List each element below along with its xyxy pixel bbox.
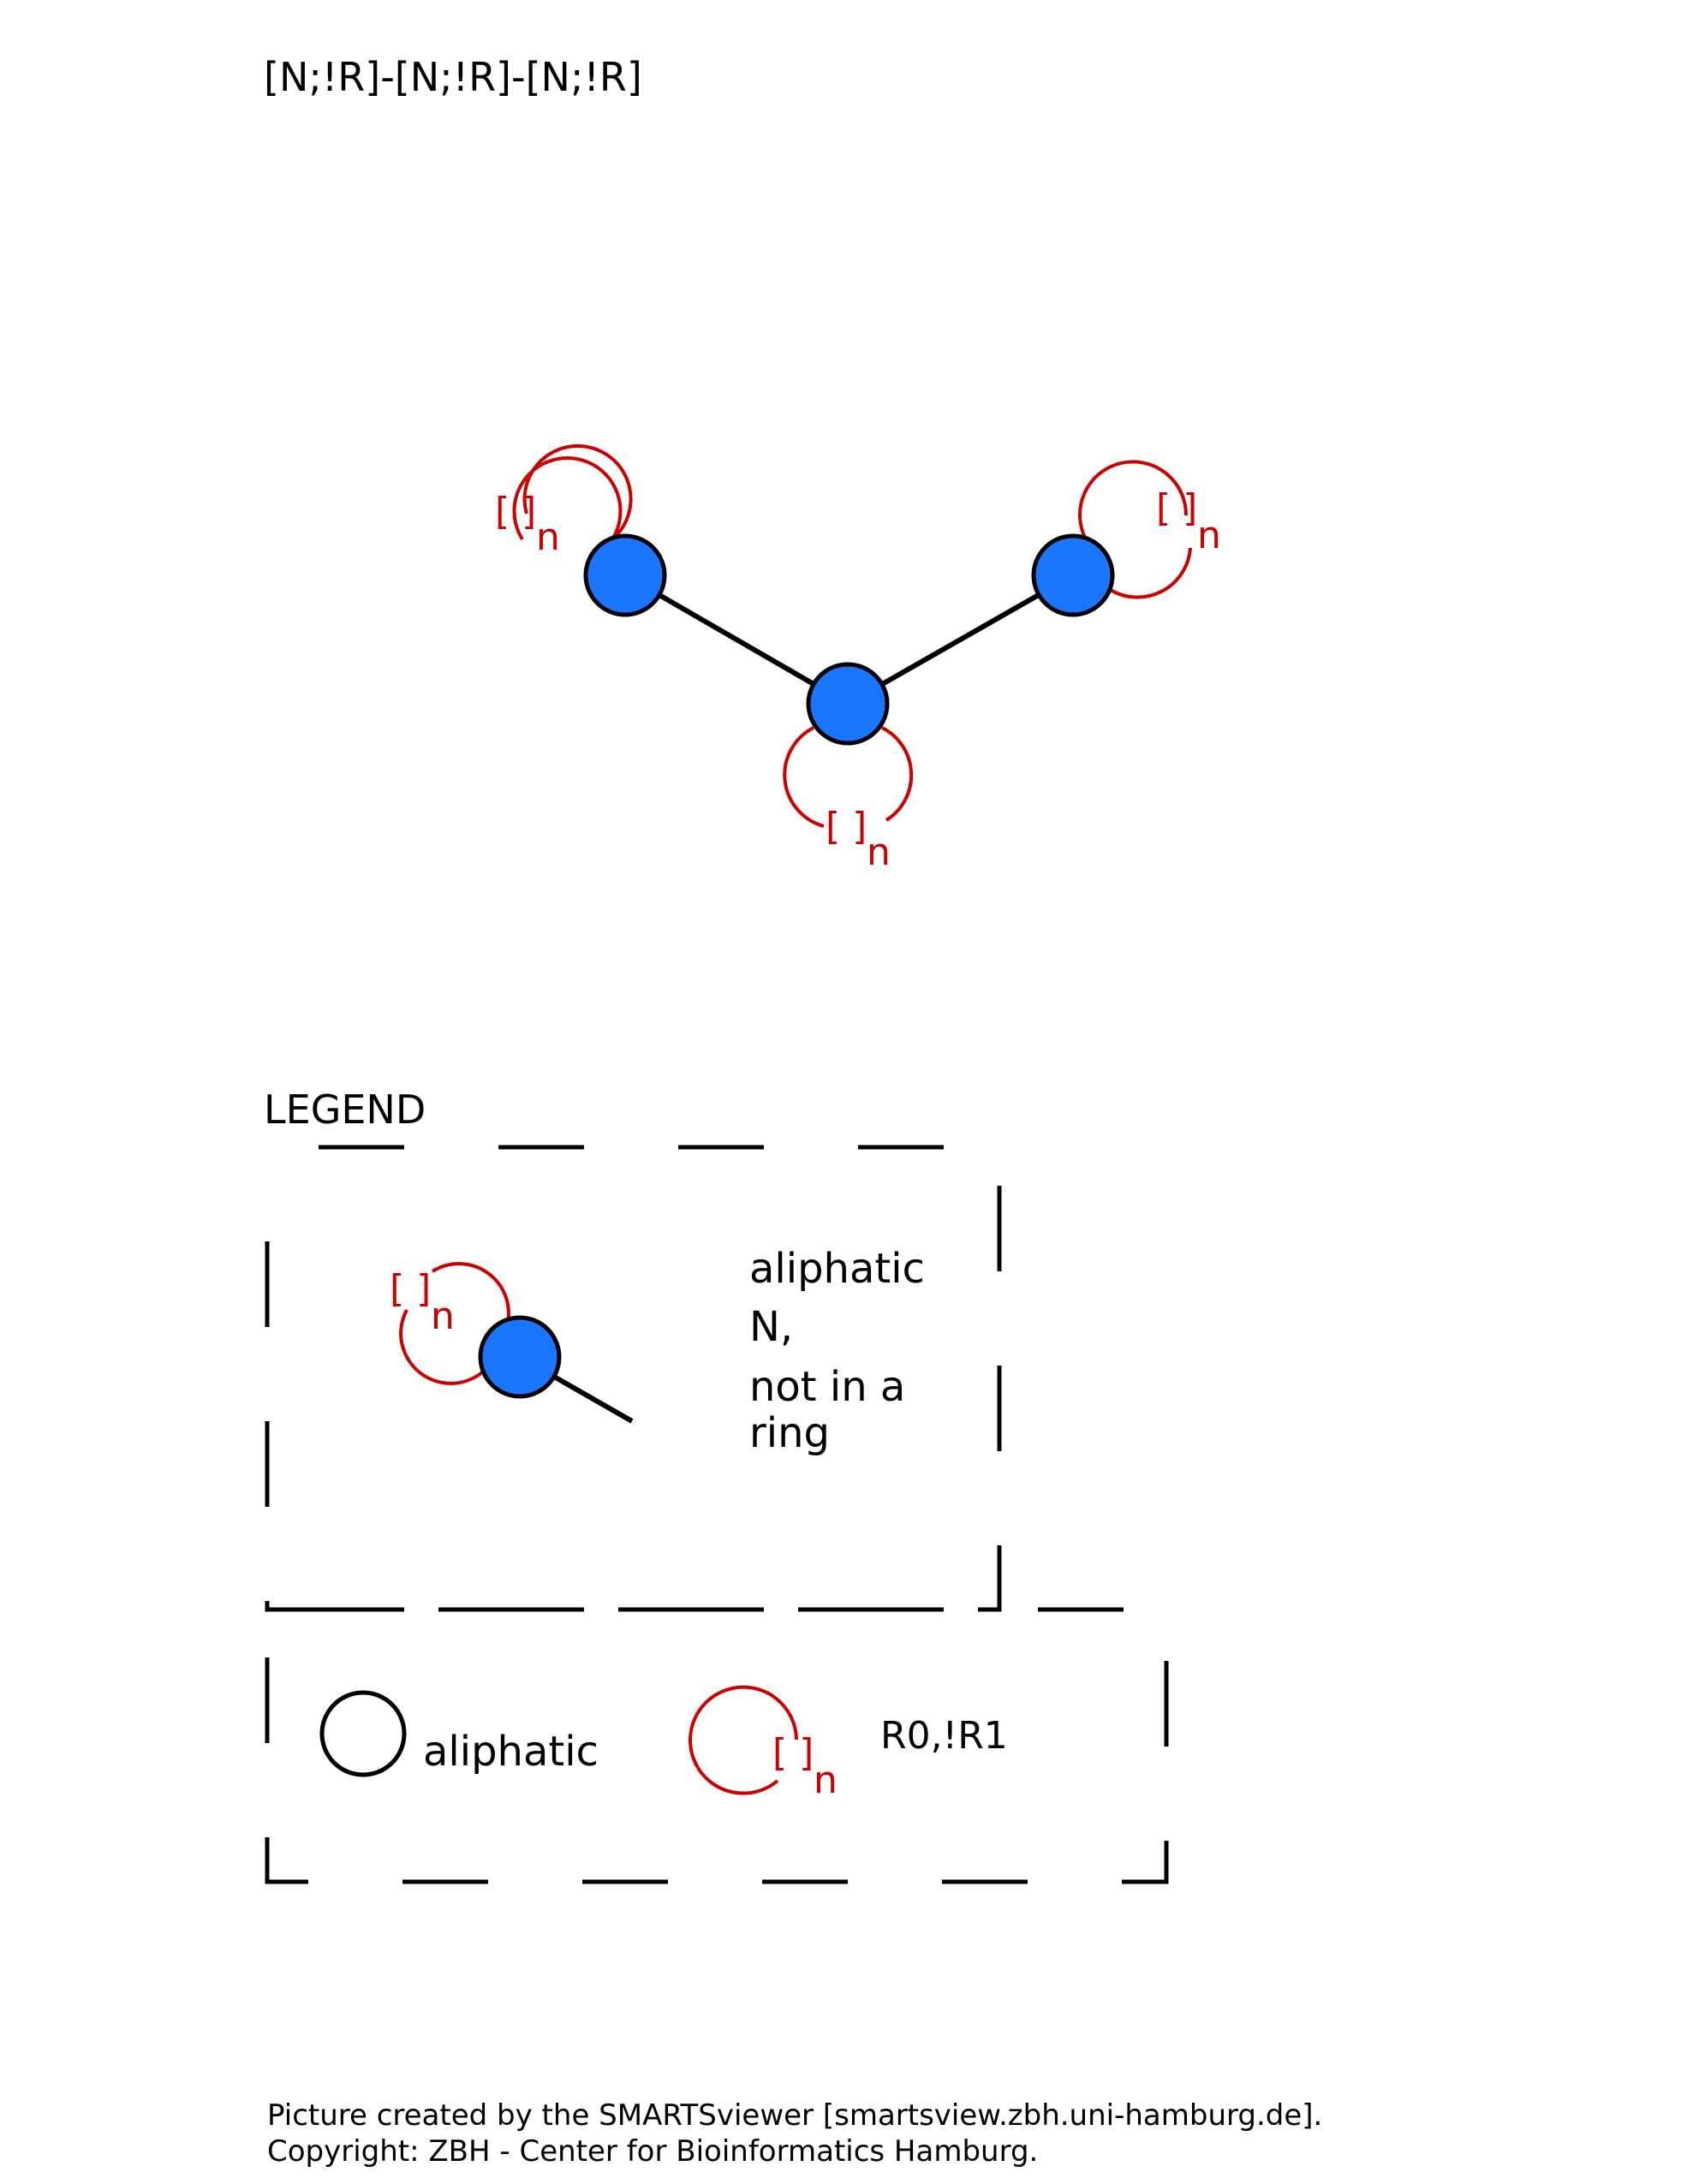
legend-atom-box <box>265 1145 1002 1612</box>
legend-desc-line-1: aliphatic <box>749 1245 925 1293</box>
legend-title: LEGEND <box>264 1086 426 1133</box>
atom-2-ring-loop-arc-icon <box>1107 547 1192 599</box>
atom-1-ring-loop-icon <box>881 726 914 822</box>
atom-2-ring-loop-icon <box>1078 460 1189 540</box>
legend-aliphatic-label: aliphatic <box>423 1728 599 1776</box>
smarts-string: [N;!R]-[N;!R]-[N;!R] <box>264 54 642 100</box>
legend-ring-sub: n <box>814 1759 838 1802</box>
legend-desc-line-3: not in a <box>749 1363 905 1411</box>
legend-ring-label: [ ] <box>772 1731 814 1775</box>
ring-loop-icon <box>689 1685 798 1795</box>
legend-desc-line-4: ring <box>749 1409 830 1457</box>
legend-ring-desc: R0,!R1 <box>880 1714 1008 1758</box>
legend-atom-ring-loop-arc-icon <box>399 1309 497 1385</box>
atom-2-ring-label: [ ] <box>1156 486 1197 530</box>
legend-desc-line-2: N, <box>749 1303 793 1351</box>
molecule: [ ] n [ ] n [ ] n <box>495 443 1221 874</box>
bond-1-2 <box>846 573 1075 706</box>
legend-atom-ring-sub: n <box>431 1294 455 1338</box>
atom-0-ring-loop-arc-icon <box>522 443 633 541</box>
legend-atom-ring-loop-icon <box>431 1262 510 1332</box>
legend-atom-circle <box>478 1315 562 1399</box>
legend-atom-ring-label: [ ] <box>390 1267 431 1311</box>
footer-credit: Picture created by the SMARTSviewer [sma… <box>267 2098 1322 2133</box>
atom-1-ring-sub: n <box>867 830 891 874</box>
atom-1-circle <box>806 662 890 746</box>
atom-0-ring-loop-icon <box>512 456 623 541</box>
atom-0-ring-sub: n <box>536 515 560 559</box>
atom-2-ring-sub: n <box>1197 514 1221 557</box>
atom-0-ring-label: [ ] <box>495 490 536 533</box>
atom-0-circle <box>583 533 667 617</box>
footer-copyright: Copyright: ZBH - Center for Bioinformati… <box>267 2134 1038 2169</box>
atom-2-circle <box>1031 533 1115 617</box>
bond-0-1 <box>623 573 850 706</box>
atom-1-ring-label: [ ] <box>826 805 867 848</box>
atom-1-ring-loop-arc-icon <box>783 726 825 828</box>
aliphatic-circle-icon <box>319 1690 407 1777</box>
legend-symbols-box <box>265 1607 1169 1884</box>
